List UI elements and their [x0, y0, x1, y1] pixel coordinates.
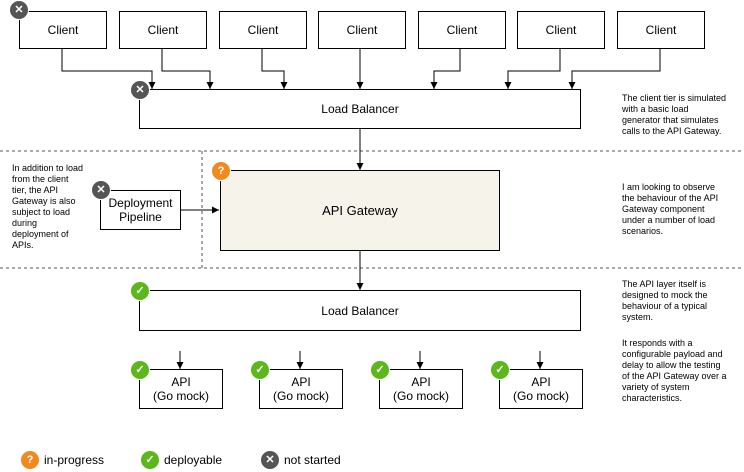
api-gateway-box: API Gateway	[220, 170, 500, 251]
client-box: Client	[418, 11, 506, 49]
deployable-icon: ✓	[130, 281, 150, 301]
load-balancer-label: Load Balancer	[321, 102, 399, 116]
client-label: Client	[346, 23, 378, 37]
load-balancer-top: Load Balancer	[139, 89, 581, 129]
client-label: Client	[446, 23, 478, 37]
deployment-pipeline-label: Deployment Pipeline	[108, 196, 173, 224]
api-box: API (Go mock)	[259, 369, 343, 409]
not-started-icon: ✕	[9, 0, 29, 20]
not-started-icon: ✕	[260, 450, 280, 470]
observe-note: I am looking to observe the behaviour of…	[622, 182, 719, 236]
api-label: API (Go mock)	[152, 375, 209, 403]
deployable-icon: ✓	[140, 450, 160, 470]
client-tier-note: The client tier is simulated with a basi…	[622, 93, 727, 136]
client-label: Client	[545, 23, 577, 37]
api-box: API (Go mock)	[139, 369, 223, 409]
api-gateway-label: API Gateway	[322, 202, 398, 218]
legend-in-progress-label: in-progress	[44, 453, 105, 467]
client-box: Client	[318, 11, 406, 49]
not-started-icon: ✕	[130, 80, 150, 100]
api-connectors	[176, 351, 544, 369]
load-balancer-label: Load Balancer	[321, 303, 399, 318]
api-layer-note: The API layer itself is designed to mock…	[622, 279, 708, 322]
deployment-pipeline-box: Deployment Pipeline	[100, 190, 181, 230]
api-box: API (Go mock)	[379, 369, 463, 409]
in-progress-icon: ?	[20, 450, 40, 470]
legend-deployable-label: deployable	[164, 453, 223, 467]
deployable-icon: ✓	[370, 360, 390, 380]
not-started-icon: ✕	[91, 180, 111, 200]
tier-separators	[0, 150, 744, 269]
client-connectors	[61, 49, 661, 89]
client-box: Client	[617, 11, 705, 49]
deployment-note: In addition to load from the client tier…	[12, 163, 84, 250]
legend-not-started-label: not started	[284, 453, 341, 467]
client-label: Client	[47, 23, 79, 37]
in-progress-icon: ?	[211, 161, 231, 181]
client-box: Client	[517, 11, 605, 49]
client-label: Client	[645, 23, 677, 37]
client-label: Client	[247, 23, 279, 37]
load-balancer-bottom: Load Balancer	[139, 290, 581, 331]
client-box: Client	[219, 11, 307, 49]
client-label: Client	[147, 23, 179, 37]
deployable-icon: ✓	[490, 360, 510, 380]
api-label: API (Go mock)	[392, 375, 449, 403]
api-box: API (Go mock)	[499, 369, 583, 409]
client-box: Client	[19, 11, 107, 49]
deployable-icon: ✓	[250, 360, 270, 380]
api-label: API (Go mock)	[272, 375, 329, 403]
deployable-icon: ✓	[130, 360, 150, 380]
client-box: Client	[119, 11, 207, 49]
payload-note: It responds with a configurable payload …	[622, 338, 727, 403]
api-label: API (Go mock)	[512, 375, 569, 403]
